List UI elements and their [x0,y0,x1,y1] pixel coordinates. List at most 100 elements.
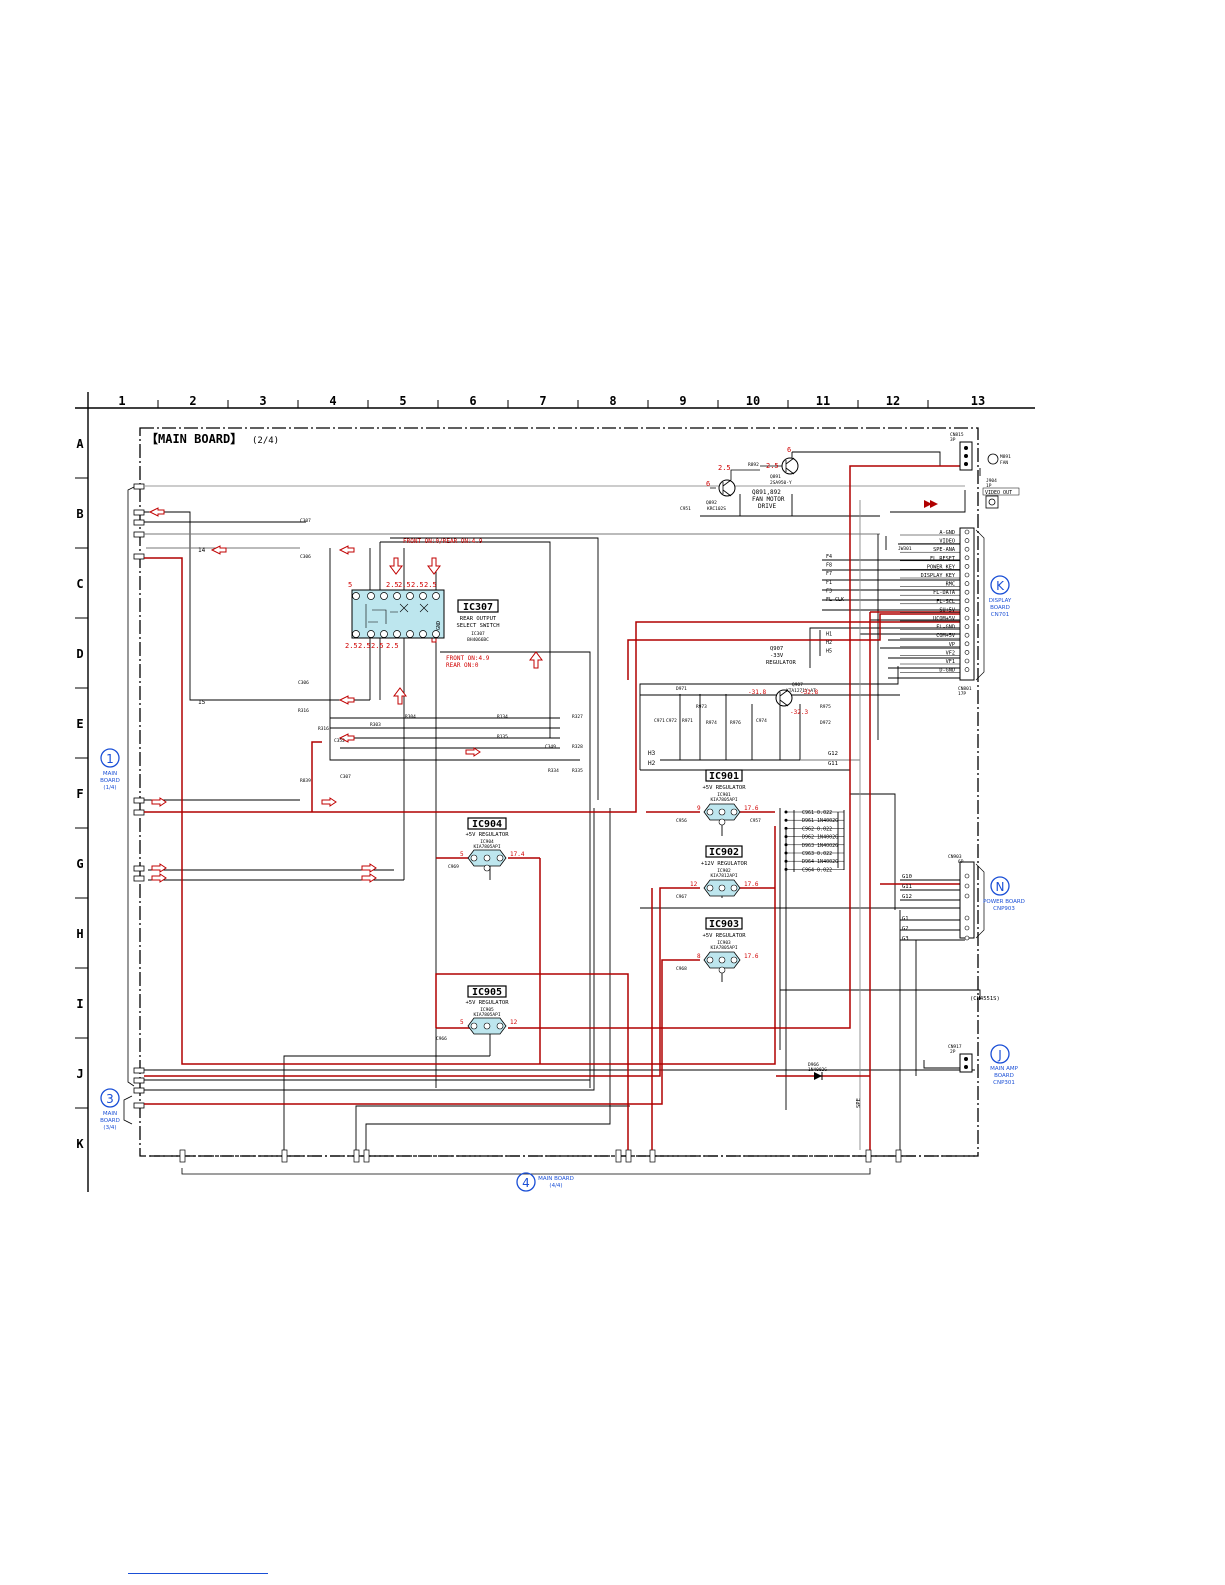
display-pin-label: UCOM+5V [933,616,955,622]
minor-part-labels: C307 C306 C306 R316 R316 C352 R303 R304 … [298,462,912,1042]
ic901-name: IC901 [709,771,739,782]
voltage-label: 2.5 [766,462,779,470]
svg-text:R334: R334 [548,768,559,774]
q891-part: 2SA950-Y [770,480,792,486]
badge-main3-line3: (3/4) [103,1125,116,1131]
cn903-pins: 6P [958,859,964,865]
black-wires [144,451,981,1150]
svg-text:C971: C971 [654,718,665,724]
display-pin-label: VF1 [946,659,955,665]
ic901-desc: +5V REGULATOR [702,785,746,791]
power-pin-label: G12 [902,894,912,900]
footer-link-underline[interactable] [128,1573,268,1574]
note-front-rear-top: FRONT ON:0/REAR ON:4.9 [403,538,483,545]
badge-n: N POWER BOARD CNP903 [983,876,1025,912]
row-label: C [76,577,83,591]
left-bus [123,485,137,1125]
ic902: IC902 +12V REGULATOR IC902 KIA7812API 12… [690,845,759,897]
display-pin-label: VF2 [946,650,955,656]
display-net-label: FL-CLK [826,597,844,603]
badge-n-letter: N [996,880,1005,894]
power-pin-terminal [964,915,970,921]
svg-text:R971: R971 [682,718,693,724]
ic307-part: BH4066BC [467,637,489,643]
col-label: 11 [816,394,830,408]
voltage-label: 17.6 [744,805,759,812]
ic902-name: IC902 [709,847,739,858]
svg-text:R975: R975 [820,704,831,710]
ic307: GND [351,589,445,639]
display-pin-terminal [964,555,970,561]
voltage-label: 2.5 [718,464,731,472]
display-pin-terminal [964,658,970,664]
svg-text:C306: C306 [298,680,309,686]
voltage-label: 8 [697,953,701,960]
svg-text:R335: R335 [572,768,583,774]
q907-label2: -33V [770,653,784,659]
q907-label3: REGULATOR [766,660,796,666]
board-title: 【MAIN BOARD】 [146,431,242,446]
voltage-label: 2.5 [386,581,399,589]
voltage-label: 2.5 [358,642,371,650]
svg-text:C307: C307 [300,518,311,524]
cn917-pins: 2P [950,1049,956,1055]
display-pin-label: SPE-ANA [933,547,956,553]
voltage-label: -32.3 [790,709,808,716]
voltage-label: 12 [510,1019,518,1026]
svg-text:C951: C951 [680,506,691,512]
col-label: 7 [539,394,546,408]
svg-text:C972: C972 [666,718,677,724]
diode-list-label: C963 0.022 [802,851,832,857]
badge-main1-num: 1 [106,752,114,766]
voltage-label: 6 [706,480,710,488]
svg-text:R839: R839 [300,778,311,784]
display-pin-terminal [964,546,970,552]
display-pin-terminal [964,641,970,647]
ic902-desc: +12V REGULATOR [701,861,748,867]
svg-text:D971: D971 [676,686,687,692]
col-label: 13 [971,394,985,408]
ic903-desc: +5V REGULATOR [702,933,746,939]
row-label: F [76,787,83,801]
diode-list-label: C964 0.022 [802,867,832,873]
d966-ref: D966 [808,1062,819,1068]
m891-label: FAN [1000,460,1008,466]
display-net-label: F3 [826,588,832,594]
board-outline [139,427,979,1157]
diode-list-label: C962 0.022 [802,826,832,832]
voltage-label: 17.4 [510,851,525,858]
display-pin-label: POWER KEY [927,564,956,570]
badge-main3-num: 3 [106,1092,114,1106]
ic902-ref: IC902 [717,868,731,874]
svg-text:D972: D972 [820,720,831,726]
video-out-label: VIDEO OUT [985,490,1012,496]
voltage-label: 12 [690,881,698,888]
power-pin-label: G10 [902,874,912,880]
net-h3: H3 [648,750,656,757]
svg-text:R973: R973 [696,704,707,710]
note-rear-mid: REAR ON:0 [446,662,479,669]
badge-main4-line2: (4/4) [549,1183,562,1189]
voltage-label: 5 [460,851,464,858]
diode-list-node [784,843,788,847]
ic901-ref: IC901 [717,792,731,798]
badge-n-line1: POWER BOARD [983,899,1025,905]
display-pin-label: FL-GND [936,625,955,631]
net-h2: H2 [648,760,656,767]
cn801-ref: CN801 [958,686,972,692]
amp-connector: CN917 2P [948,1044,973,1073]
voltage-label: -31.8 [748,689,766,696]
d966-part: 1N4002G [808,1067,827,1073]
column-labels: 1 2 3 4 5 6 7 8 9 10 11 12 13 [118,394,985,408]
voltage-label: 2.5 [398,581,411,589]
cn903-ref: CN903 [948,854,962,860]
row-label: H [76,927,83,941]
badge-j: J MAIN AMP BOARD CNP301 [990,1044,1019,1086]
power-pin-label: G11 [902,884,912,890]
svg-text:R974: R974 [706,720,717,726]
q907-regulator: Q907 -33V REGULATOR Q907 KTA1271Y-AT -31… [748,646,818,716]
fan-drive-label3: DRIVE [758,503,776,510]
